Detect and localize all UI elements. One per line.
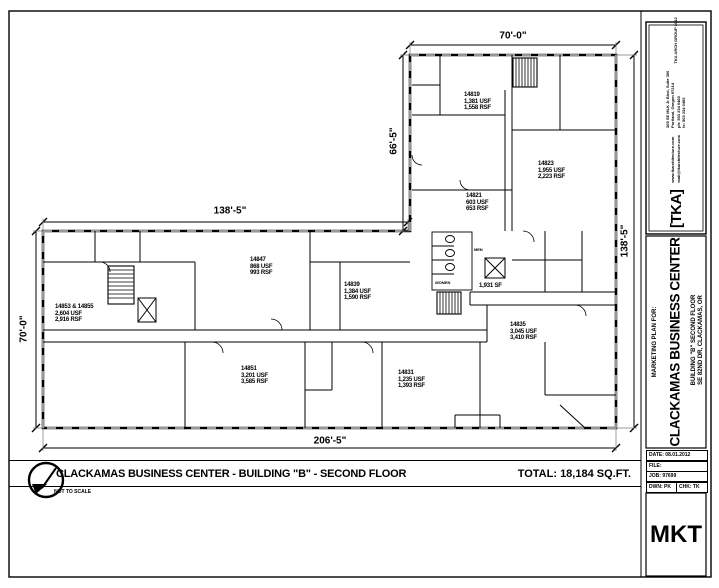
building-outline xyxy=(41,53,618,430)
stair-hatch-west xyxy=(107,265,135,305)
dimension-west-wing-top: 138'-5" xyxy=(213,205,247,217)
suite-id: 14821 xyxy=(466,193,482,199)
dimension-lines xyxy=(31,40,639,453)
suite-id: 14835 xyxy=(510,322,526,328)
total-area-label: TOTAL: 18,184 SQ.FT. xyxy=(517,468,631,480)
suite-label-14839: 14839 1,384 USF 1,590 RSF xyxy=(344,282,371,302)
suite-id: 14839 xyxy=(344,282,360,288)
dimension-south-width: 206'-5" xyxy=(313,435,347,447)
suite-rsf: 2,223 RSF xyxy=(538,174,565,180)
project-for-label: MARKETING PLAN FOR: xyxy=(652,306,658,378)
suite-usf: 1,235 USF xyxy=(398,376,425,383)
suite-label-14851: 14851 3,201 USF 3,585 RSF xyxy=(241,366,268,386)
dimension-top-wing-depth: 66'-5" xyxy=(388,127,400,155)
suite-usf: 1,955 USF xyxy=(538,167,565,174)
dimension-top-wing-width: 70'-0" xyxy=(499,30,527,42)
elevator-x-icon xyxy=(137,257,506,323)
suite-usf: 1,384 USF xyxy=(344,288,371,295)
checked-by-field: CHK: TK xyxy=(676,481,708,493)
room-label-men: MEN xyxy=(474,247,483,252)
date-field: DATE: 08.01.2012 xyxy=(646,450,708,461)
sheet-code: MKT xyxy=(650,520,702,548)
suite-id: 14847 xyxy=(250,257,266,263)
suite-id: 14851 xyxy=(241,366,257,372)
suite-usf: 3,045 USF xyxy=(510,328,537,335)
not-to-scale-label: NOT TO SCALE xyxy=(54,489,92,495)
door-swings xyxy=(99,154,587,354)
common-area-label: 1,931 SF xyxy=(479,283,502,289)
firm-contact-lines: www.tkarchitecture.com mail@tkarchitectu… xyxy=(670,134,681,183)
suite-usf: 1,381 USF xyxy=(464,98,491,105)
suite-usf: 3,201 USF xyxy=(241,372,268,379)
firm-logo: [TKA] xyxy=(667,189,685,228)
firm-copyright-line: TKA ARCH GROUP 2012 xyxy=(672,17,679,64)
firm-address-lines: 305 SE MLK Jr Blvd, Suite 300 Portland, … xyxy=(665,71,687,128)
title-block-boxes xyxy=(645,21,707,577)
firm-line: www.tkarchitecture.com xyxy=(670,136,675,183)
suite-rsf: 653 RSF xyxy=(466,206,489,212)
suite-rsf: 1,558 RSF xyxy=(464,105,491,111)
window-mullion-ticks xyxy=(41,53,618,430)
suite-id: 14823 xyxy=(538,161,554,167)
job-field: JOB: 97699 xyxy=(646,471,708,482)
interior-walls xyxy=(43,55,616,429)
room-label-women: WOMEN xyxy=(435,280,451,285)
stair-hatch-center xyxy=(436,291,462,315)
firm-line: mail@tkarchitecture.com xyxy=(675,134,681,183)
project-name: CLACKAMAS BUSINESS CENTER xyxy=(667,237,683,447)
suite-label-14847: 14847 868 USF 993 RSF xyxy=(250,257,272,277)
sheet-border xyxy=(8,10,712,578)
suite-usf: 603 USF xyxy=(466,199,489,206)
suite-label-14823: 14823 1,955 USF 2,223 RSF xyxy=(538,161,565,181)
suite-label-14835: 14835 3,045 USF 3,410 RSF xyxy=(510,322,537,342)
north-arrow-icon xyxy=(27,461,65,499)
suite-rsf: 1,590 RSF xyxy=(344,295,371,301)
dimension-west-depth: 70'-0" xyxy=(18,315,30,343)
suite-label-14853-14855: 14853 & 14855 2,604 USF 2,916 RSF xyxy=(55,304,94,324)
drawn-by-field: DWN: PK xyxy=(646,481,677,493)
suite-id: 14819 xyxy=(464,92,480,98)
suite-label-14831: 14831 1,235 USF 1,393 RSF xyxy=(398,370,425,390)
plan-title: CLACKAMAS BUSINESS CENTER - BUILDING "B"… xyxy=(56,468,407,480)
suite-rsf: 3,585 RSF xyxy=(241,379,268,385)
suite-rsf: 2,916 RSF xyxy=(55,317,82,323)
suite-id: 14853 & 14855 xyxy=(55,304,94,310)
restroom-core xyxy=(431,231,473,291)
firm-line: TKA ARCH GROUP 2012 xyxy=(672,17,678,64)
firm-line: fx: 503 234 0493 xyxy=(681,97,686,128)
suite-label-14821: 14821 603 USF 653 RSF xyxy=(466,193,488,213)
suite-label-14819: 14819 1,381 USF 1,558 RSF xyxy=(464,92,491,112)
extension-lines xyxy=(33,42,637,451)
project-line2: BUILDING "B" SECOND FLOOR xyxy=(691,294,697,386)
suite-usf: 2,604 USF xyxy=(55,310,82,317)
project-line3: SE 82ND DR, CLACKAMAS, OR xyxy=(698,295,704,385)
suite-id: 14831 xyxy=(398,370,414,376)
firm-line: Portland, Oregon 97214 xyxy=(670,83,675,128)
file-field: FILE: xyxy=(646,460,708,472)
dimension-east-depth: 138'-5" xyxy=(619,224,631,258)
suite-rsf: 1,393 RSF xyxy=(398,383,425,389)
suite-usf: 868 USF xyxy=(250,263,273,270)
suite-rsf: 993 RSF xyxy=(250,270,273,276)
stair-hatch-top xyxy=(512,57,538,88)
firm-stamp: [TKA] www.tkarchitecture.com mail@tkarch… xyxy=(649,17,703,228)
suite-rsf: 3,410 RSF xyxy=(510,335,537,341)
